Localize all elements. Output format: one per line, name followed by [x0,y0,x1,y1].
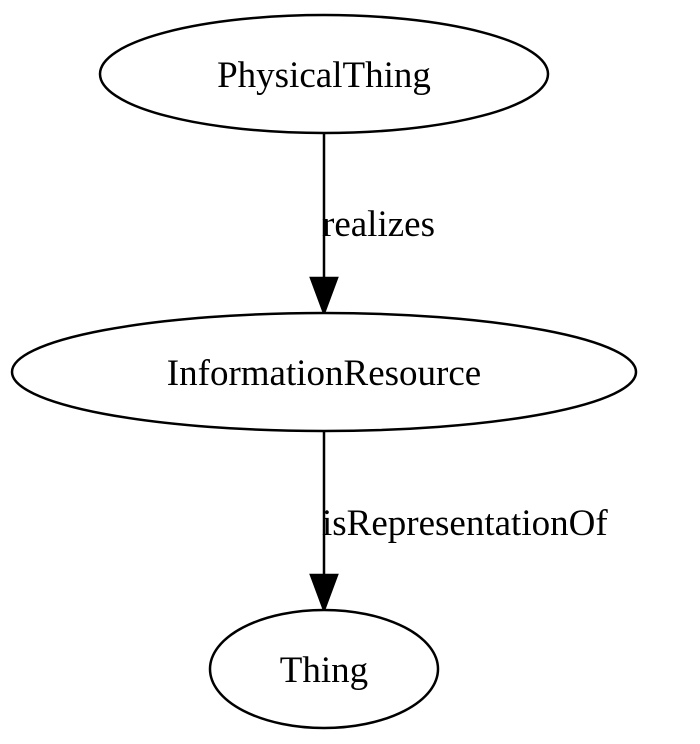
node-thing: Thing [208,608,440,730]
node-thing-ellipse [208,608,440,730]
node-thing-label: Thing [280,650,368,691]
edge-realizes: realizes [309,133,435,317]
node-information-resource-ellipse [10,311,638,433]
node-information-resource-label: InformationResource [167,353,481,394]
node-physical-thing-ellipse [98,13,550,135]
node-physical-thing-label: PhysicalThing [217,55,431,96]
edge-realizes-arrowhead [309,276,339,317]
node-physical-thing: PhysicalThing [98,13,550,135]
edge-is-representation-of: isRepresentationOf [309,432,608,614]
edge-is-representation-of-label: isRepresentationOf [322,503,608,544]
edge-is-representation-of-arrowhead [309,573,339,614]
node-information-resource: InformationResource [10,311,638,433]
edge-realizes-label: realizes [322,204,435,245]
